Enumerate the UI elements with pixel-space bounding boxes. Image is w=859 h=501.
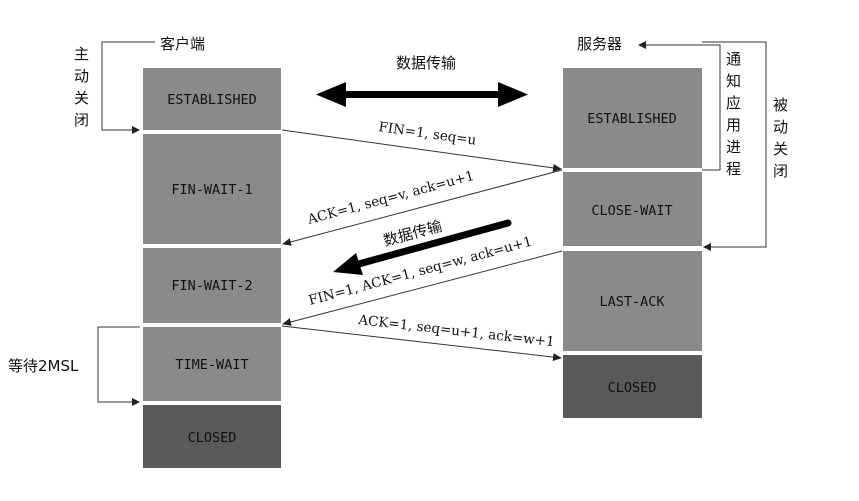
server-state-closed: [563, 355, 702, 418]
server-state-column: ESTABLISHED CLOSE-WAIT LAST-ACK CLOSED: [563, 68, 702, 418]
client-state-time-wait-label: TIME-WAIT: [175, 357, 248, 373]
client-state-established: [143, 68, 281, 130]
server-state-last-ack: [563, 251, 702, 351]
notify-app-bracket: [638, 41, 721, 171]
notify-app-char: 通: [726, 50, 741, 68]
passive-close-char: 闭: [773, 162, 788, 180]
client-state-fin-wait-1: [143, 134, 281, 244]
server-state-closed-label: CLOSED: [608, 380, 657, 396]
data-transfer-bidirectional-arrow: [316, 82, 528, 107]
server-state-last-ack-label: LAST-ACK: [599, 294, 665, 310]
ack1-arrow: [282, 169, 563, 246]
client-state-time-wait: [143, 327, 281, 401]
ack1-message: ACK=1, seq=v, ack=u+1: [305, 168, 476, 228]
active-close-char: 动: [74, 67, 89, 85]
ack2-arrow: [281, 325, 562, 362]
client-state-column: ESTABLISHED FIN-WAIT-1 FIN-WAIT-2 TIME-W…: [143, 68, 281, 468]
active-close-bracket: [101, 41, 155, 134]
ack2-message: ACK=1, seq=u+1, ack=w+1: [357, 312, 556, 350]
server-state-close-wait: [563, 172, 702, 246]
fin1-message: FIN=1, seq=u: [377, 119, 477, 149]
client-title: 客户端: [160, 35, 205, 53]
wait-2msl-label: 等待2MSL: [8, 357, 79, 375]
notify-app-char: 用: [726, 116, 741, 134]
client-state-closed: [143, 405, 281, 468]
wait-2msl-bracket: [97, 326, 140, 406]
passive-close-char: 关: [773, 140, 788, 158]
data-transfer-label: 数据传输: [396, 54, 456, 72]
notify-app-char: 知: [726, 72, 741, 90]
notify-app-char: 进: [726, 138, 741, 156]
client-state-established-label: ESTABLISHED: [167, 92, 256, 108]
passive-close-char: 动: [773, 118, 788, 136]
passive-close-bracket: [702, 41, 767, 251]
active-close-label: 主 动 关 闭: [74, 45, 89, 129]
active-close-char: 主: [74, 45, 89, 63]
notify-app-label: 通 知 应 用 进 程: [726, 50, 741, 178]
active-close-char: 闭: [74, 111, 89, 129]
server-title: 服务器: [577, 35, 622, 53]
server-state-established-label: ESTABLISHED: [587, 111, 676, 127]
client-state-fin-wait-2-label: FIN-WAIT-2: [171, 278, 252, 294]
server-state-established: [563, 68, 702, 168]
data-transfer-oneway-arrow: [333, 219, 512, 275]
notify-app-char: 程: [726, 160, 741, 178]
fin1-arrow: [281, 129, 562, 172]
passive-close-label: 被 动 关 闭: [773, 96, 788, 180]
notify-app-char: 应: [726, 94, 741, 112]
client-state-fin-wait-1-label: FIN-WAIT-1: [171, 182, 252, 198]
server-state-close-wait-label: CLOSE-WAIT: [591, 203, 672, 219]
client-state-fin-wait-2: [143, 248, 281, 323]
passive-close-char: 被: [773, 96, 788, 114]
client-state-closed-label: CLOSED: [188, 430, 237, 446]
active-close-char: 关: [74, 89, 89, 107]
fin2-arrow: [282, 250, 563, 326]
